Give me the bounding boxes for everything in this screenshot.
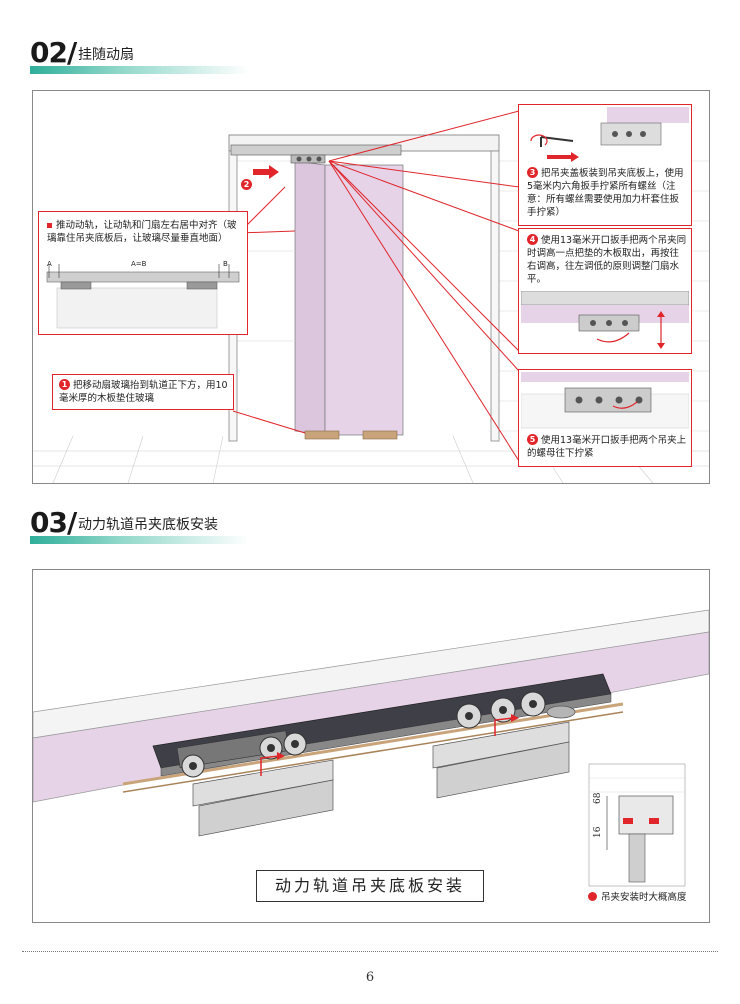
label-a-equals-b: A=B [131,260,147,268]
section-03-accent-bar [30,536,250,544]
dimension-68: 68 [593,792,603,804]
page-number: 6 [365,970,375,985]
alignment-detail-drawing [46,264,240,329]
dimension-16: 16 [593,826,603,838]
step-3-text: 把吊夹盖板装到吊夹底板上，使用5毫米内六角扳手拧紧所有螺丝（注意：所有螺丝需要使… [527,168,684,218]
step-5-number: 5 [527,434,538,445]
footer-divider [22,951,718,952]
section-03-title: 动力轨道吊夹底板安装 [78,517,218,533]
section-02-title: 挂随动扇 [78,47,134,63]
section-02-accent-bar [30,66,250,74]
section-03-caption: 动力轨道吊夹底板安装 [256,870,484,902]
power-rail-drawing [33,609,709,887]
height-legend: 吊夹安装时大概高度 [588,889,687,903]
section-02-header: 02/ 挂随动扇 [30,36,330,76]
step-4-number: 4 [527,234,538,245]
section-02-number: 02/ [30,36,77,69]
section-03-header: 03/ 动力轨道吊夹底板安装 [30,506,330,546]
step-1-number: 1 [59,379,70,390]
bullet-icon [47,223,52,228]
clamp-cover-drawing [530,107,689,162]
label-b: B [223,260,228,268]
section-03-number: 03/ [30,506,77,539]
height-legend-text: 吊夹安装时大概高度 [601,892,687,903]
step-5-text: 使用13毫米开口扳手把两个吊夹上的螺母往下拧紧 [527,435,687,459]
nut-tighten-drawing [521,372,689,429]
step-2-number: 2 [241,179,252,190]
section-03-illustration: 68 16 [32,569,710,923]
step-3-number: 3 [527,167,538,178]
step-2-badge: 2 [241,179,255,198]
push-rail-callout: 推动动轨，让动轨和门扇左右居中对齐（玻璃靠住吊夹底板后，让玻璃尽量垂直地面） A… [38,211,248,335]
height-adjust-drawing [521,291,689,349]
label-a: A [47,260,52,268]
step-1-text: 把移动扇玻璃抬到轨道正下方，用10毫米厚的木板垫住玻璃 [59,380,228,404]
push-rail-text: 推动动轨，让动轨和门扇左右居中对齐（玻璃靠住吊夹底板后，让玻璃尽量垂直地面） [47,220,237,244]
step-4-text: 使用13毫米开口扳手把两个吊夹同时调高一点把垫的木板取出，再按往右调高，往左调低… [527,235,687,285]
red-dot-icon [588,892,597,901]
